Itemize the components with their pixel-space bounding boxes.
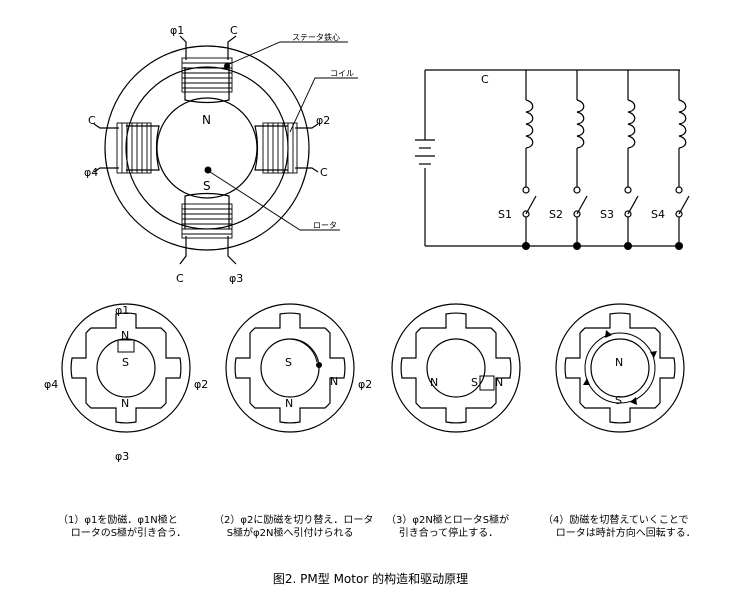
step4-arrow-2: [650, 351, 657, 358]
step2-rotation-head: [316, 362, 322, 368]
stator-pole-top: [181, 57, 233, 104]
step1-rotor-s: S: [122, 356, 129, 369]
coil-2: [576, 99, 585, 149]
step2-motor: [225, 303, 355, 433]
stator-pole-right: [254, 122, 298, 174]
switch-2-blade: [576, 195, 588, 215]
step2-rotor-n: N: [285, 397, 293, 410]
switch-4-blade: [678, 195, 690, 215]
branch-4: [675, 70, 690, 246]
lead-phi2: [295, 123, 319, 129]
switch-4-top-contact: [675, 186, 683, 194]
coil-4: [678, 99, 687, 149]
coil-1: [525, 99, 534, 149]
junction-2: [573, 242, 581, 250]
lead-c-top: [227, 35, 237, 60]
step1-caption: （1）φ1を励磁．φ1N極と ロータのS極が引き合う．: [58, 515, 187, 539]
step4-rotor-s: S: [615, 394, 622, 407]
step4-arrow-4: [583, 378, 590, 385]
stator-outer-ring: [104, 45, 310, 251]
step4-rotation-circle: [584, 332, 656, 404]
junction-1: [522, 242, 530, 250]
lead-phi1: [179, 35, 187, 60]
step3-motor: [391, 303, 521, 433]
step1-label-phi2: φ2: [194, 378, 208, 391]
leader-coil: [289, 77, 358, 133]
switch-1-blade: [525, 195, 537, 215]
step2-rotation-arc: [289, 338, 318, 363]
branch-2: [573, 70, 588, 246]
step4-motor: [555, 303, 685, 433]
lead-c-left: [93, 123, 119, 129]
step1-pole-box: [117, 339, 135, 353]
drive-circuit: [415, 69, 690, 247]
switch-1-top-contact: [522, 186, 530, 194]
switch-3-top-contact: [624, 186, 632, 194]
lead-c-right: [295, 167, 319, 173]
label-coil: コイル: [330, 69, 354, 78]
switch-label-s4: S4: [651, 208, 665, 221]
lead-phi3: [227, 236, 237, 265]
motor-cross-section: [93, 35, 358, 265]
switch-label-s2: S2: [549, 208, 563, 221]
label-c-bottom: C: [176, 272, 184, 285]
step3-rotor-s: S: [471, 376, 478, 389]
step1-stator-n: N: [121, 329, 129, 342]
switch-2-top-contact: [573, 186, 581, 194]
circuit-label-c: C: [481, 73, 489, 86]
stator-core-dot: [224, 63, 230, 69]
step2-label-phi2: φ2: [358, 378, 372, 391]
step3-rotor-n: N: [430, 376, 438, 389]
coil-3: [627, 99, 636, 149]
step4-caption: （4）励磁を切替えていくことで ロータは時計方向へ回転する．: [543, 515, 696, 539]
battery: [415, 139, 435, 165]
label-stator-core: ステータ鉄心: [292, 32, 340, 42]
step2-rotor-s: S: [285, 356, 292, 369]
branch-1: [522, 70, 537, 246]
step2-stator-n: N: [330, 375, 338, 388]
label-c-right: C: [320, 166, 328, 179]
label-phi1: φ1: [170, 24, 184, 37]
stator-pole-left: [116, 122, 160, 174]
lead-phi4: [93, 167, 119, 173]
junction-4: [675, 242, 683, 250]
label-c-top: C: [230, 24, 238, 37]
step3-stator-n: N: [495, 376, 503, 389]
switch-label-s3: S3: [600, 208, 614, 221]
step1-motor: [61, 303, 191, 433]
step3-pole-box: [479, 375, 495, 391]
circuit-junctions: [522, 242, 683, 250]
stator-inner-ring: [125, 66, 289, 230]
step1-label-phi3: φ3: [115, 450, 129, 463]
step3-caption: （3）φ2N極とロータS極が 引き合って停止する．: [386, 515, 510, 539]
switch-3-blade: [627, 195, 639, 215]
label-phi3: φ3: [229, 272, 243, 285]
step4-arrow-1: [605, 330, 612, 338]
step1-label-phi1: φ1: [115, 304, 129, 317]
label-south: S: [203, 179, 211, 193]
step2-caption: （2）φ2に励磁を切り替え．ロータ S極がφ2N極へ引付けられる: [214, 515, 374, 539]
leader-rotor: [206, 169, 340, 231]
step4-arrow-3: [630, 397, 637, 405]
lead-c-bottom: [179, 236, 187, 265]
step4-rotor-n: N: [615, 356, 623, 369]
figure-title: 图2. PM型 Motor 的构造和驱动原理: [272, 572, 469, 586]
label-phi2: φ2: [316, 114, 330, 127]
junction-3: [624, 242, 632, 250]
label-c-left: C: [88, 114, 96, 127]
step1-rotor-n: N: [121, 397, 129, 410]
rotor-center-dot: [204, 166, 212, 174]
leader-stator-core: [224, 41, 348, 67]
branch-3: [624, 70, 639, 246]
label-rotor: ロータ: [313, 221, 337, 230]
switch-label-s1: S1: [498, 208, 512, 221]
label-north: N: [202, 113, 211, 127]
stator-pole-bottom: [181, 192, 233, 239]
step1-label-phi4: φ4: [44, 378, 58, 391]
label-phi4: φ4: [84, 166, 98, 179]
